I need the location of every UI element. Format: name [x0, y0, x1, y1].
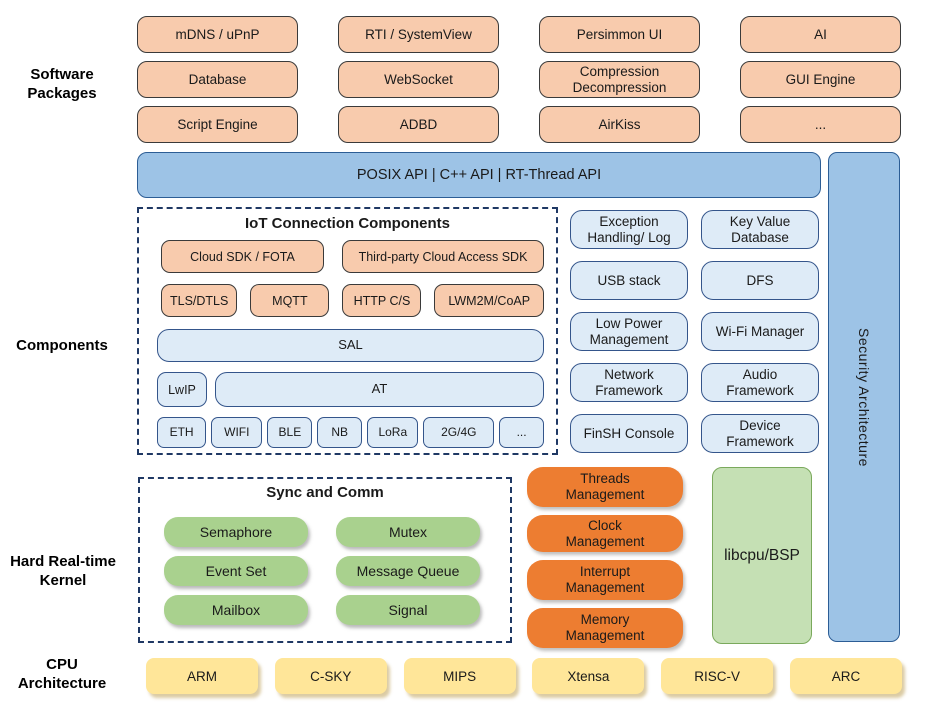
package-box: mDNS / uPnP: [137, 16, 298, 53]
iot-box-title: IoT Connection Components: [245, 215, 450, 232]
side-label-components: Components: [16, 337, 108, 354]
component-box: Audio Framework: [701, 363, 819, 402]
cpu-box: Xtensa: [532, 658, 645, 694]
component-box: FinSH Console: [570, 414, 688, 453]
components-grid: Exception Handling/ Log Key Value Databa…: [570, 210, 819, 453]
cpu-architecture-row: ARM C-SKY MIPS Xtensa RISC-V ARC: [146, 658, 902, 694]
cpu-box: C-SKY: [274, 658, 387, 694]
link-box: NB: [317, 417, 363, 448]
sync-item: Semaphore: [164, 517, 308, 547]
kernel-management-column: Threads Management Clock Management Inte…: [527, 467, 683, 648]
link-layer-row: ETH WIFI BLE NB LoRa 2G/4G ...: [157, 417, 544, 448]
security-architecture-label: Security Architecture: [856, 327, 872, 467]
cloud-sdk-box: Cloud SDK / FOTA: [161, 240, 324, 273]
package-box: Persimmon UI: [539, 16, 700, 53]
package-box: Script Engine: [137, 106, 298, 143]
package-box: Database: [137, 61, 298, 98]
link-box: ...: [499, 417, 544, 448]
package-box: GUI Engine: [740, 61, 901, 98]
protocol-box: TLS/DTLS: [161, 284, 238, 317]
sync-item: Mutex: [336, 517, 480, 547]
security-architecture-bar: Security Architecture: [828, 152, 900, 642]
lwip-at-row: LwIP AT: [157, 372, 544, 407]
sync-and-comm-title: Sync and Comm: [266, 484, 384, 501]
iot-connection-components-box: IoT Connection Components Cloud SDK / FO…: [137, 207, 558, 455]
package-box: WebSocket: [338, 61, 499, 98]
management-box: Interrupt Management: [527, 560, 683, 600]
sal-row: SAL: [157, 329, 544, 362]
management-box: Clock Management: [527, 515, 683, 552]
component-box: USB stack: [570, 261, 688, 300]
management-box: Threads Management: [527, 467, 683, 507]
at-box: AT: [215, 372, 544, 407]
component-box: Low Power Management: [570, 312, 688, 351]
sync-item: Event Set: [164, 556, 308, 586]
component-box: Device Framework: [701, 414, 819, 453]
libcpu-bsp-box: libcpu/BSP: [712, 467, 812, 644]
sync-and-comm-box: Sync and Comm Semaphore Mutex Event Set …: [138, 477, 512, 643]
software-packages-grid: mDNS / uPnP RTI / SystemView Persimmon U…: [137, 16, 901, 143]
link-box: LoRa: [367, 417, 419, 448]
thirdparty-cloud-box: Third-party Cloud Access SDK: [342, 240, 544, 273]
package-box: RTI / SystemView: [338, 16, 499, 53]
link-box: BLE: [267, 417, 313, 448]
protocol-box: HTTP C/S: [342, 284, 422, 317]
side-label-cpu-architecture: CPU Architecture: [17, 656, 107, 692]
side-label-kernel: Hard Real-time Kernel: [10, 553, 116, 589]
package-box: AI: [740, 16, 901, 53]
sync-grid: Semaphore Mutex Event Set Message Queue …: [164, 517, 480, 625]
api-bar: POSIX API | C++ API | RT-Thread API: [137, 152, 821, 198]
lwip-box: LwIP: [157, 372, 207, 407]
package-box: Compression Decompression: [539, 61, 700, 98]
component-box: Key Value Database: [701, 210, 819, 249]
package-box: ADBD: [338, 106, 499, 143]
cpu-box: MIPS: [403, 658, 516, 694]
package-box: AirKiss: [539, 106, 700, 143]
package-box: ...: [740, 106, 901, 143]
sync-item: Mailbox: [164, 595, 308, 625]
link-box: ETH: [157, 417, 207, 448]
iot-cloud-row: Cloud SDK / FOTA Third-party Cloud Acces…: [161, 240, 544, 273]
component-box: DFS: [701, 261, 819, 300]
sync-item: Signal: [336, 595, 480, 625]
cpu-box: ARC: [789, 658, 902, 694]
cpu-box: ARM: [146, 658, 258, 694]
link-box: 2G/4G: [423, 417, 495, 448]
protocol-box: LWM2M/CoAP: [434, 284, 545, 317]
side-label-software-packages: Software Packages: [27, 66, 97, 102]
management-box: Memory Management: [527, 608, 683, 648]
component-box: Exception Handling/ Log: [570, 210, 688, 249]
component-box: Wi-Fi Manager: [701, 312, 819, 351]
protocol-box: MQTT: [250, 284, 330, 317]
sal-box: SAL: [157, 329, 544, 362]
cpu-box: RISC-V: [661, 658, 774, 694]
component-box: Network Framework: [570, 363, 688, 402]
link-box: WIFI: [211, 417, 263, 448]
iot-protocol-row: TLS/DTLS MQTT HTTP C/S LWM2M/CoAP: [161, 284, 545, 317]
sync-item: Message Queue: [336, 556, 480, 586]
